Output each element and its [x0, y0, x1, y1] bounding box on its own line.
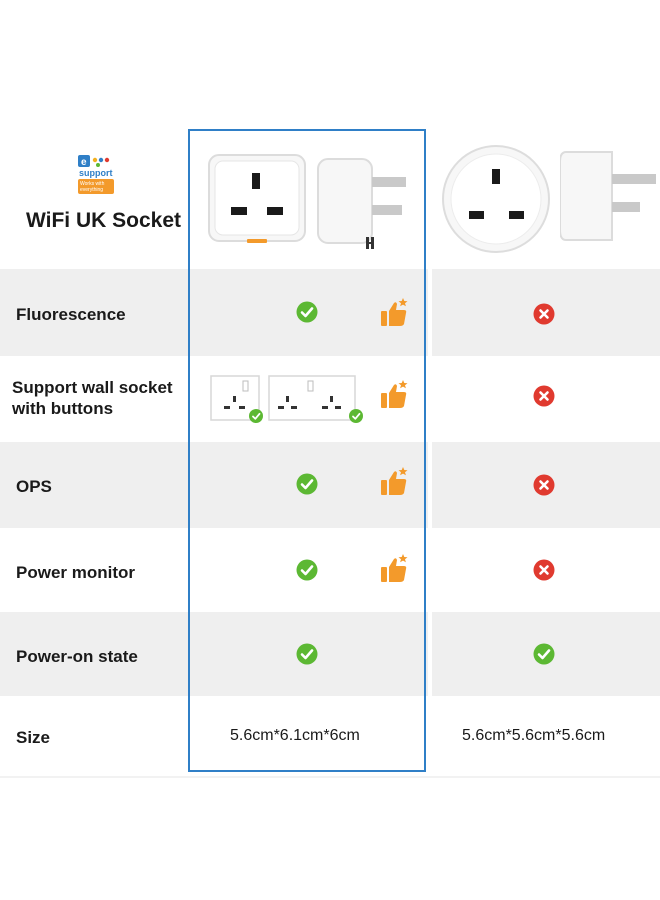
- thumbs-up-icon: [381, 380, 408, 408]
- thumbs-up-icon: [381, 467, 408, 495]
- svg-text:e: e: [81, 157, 87, 168]
- product-title: WiFi UK Socket: [26, 209, 181, 232]
- logo-brand-text: support: [79, 168, 113, 178]
- svg-text:Works with: Works with: [80, 181, 105, 187]
- brand-logo: e support Works with everything: [78, 155, 116, 195]
- check-icon: [296, 559, 318, 581]
- size-value-square-socket: 5.6cm*6.1cm*6cm: [230, 727, 360, 744]
- round-socket-front-image: [442, 145, 550, 253]
- check-icon: [533, 643, 555, 665]
- round-socket-side-image: [560, 151, 656, 241]
- row-label-power-on-state: Power-on state: [16, 647, 138, 666]
- row-label-wall-socket-line2: with buttons: [12, 399, 114, 418]
- row-label-size: Size: [16, 728, 51, 747]
- row-label-fluorescence: Fluorescence: [16, 305, 126, 324]
- cross-icon: [533, 474, 555, 496]
- cross-icon: [533, 385, 555, 407]
- row-label-wall-socket-line1: Support wall socket: [12, 378, 173, 397]
- check-icon: [296, 473, 318, 495]
- thumbs-up-icon: [381, 298, 408, 326]
- row-label-power-monitor: Power monitor: [16, 563, 136, 582]
- thumbs-up-icon: [381, 554, 408, 582]
- row-label-ops: OPS: [16, 477, 52, 496]
- bottom-divider: [0, 776, 660, 778]
- cross-icon: [533, 303, 555, 325]
- recommended-column-highlight: [188, 129, 426, 772]
- check-icon: [296, 301, 318, 323]
- check-icon: [296, 643, 318, 665]
- size-value-round-socket: 5.6cm*5.6cm*5.6cm: [462, 727, 606, 744]
- double-wall-socket-image: [268, 375, 363, 423]
- single-wall-socket-image: [210, 375, 263, 423]
- cross-icon: [533, 559, 555, 581]
- square-socket-front-image: [208, 154, 306, 243]
- square-socket-side-image: [317, 158, 406, 249]
- svg-text:everything: everything: [80, 187, 103, 193]
- column-gap: [428, 269, 432, 696]
